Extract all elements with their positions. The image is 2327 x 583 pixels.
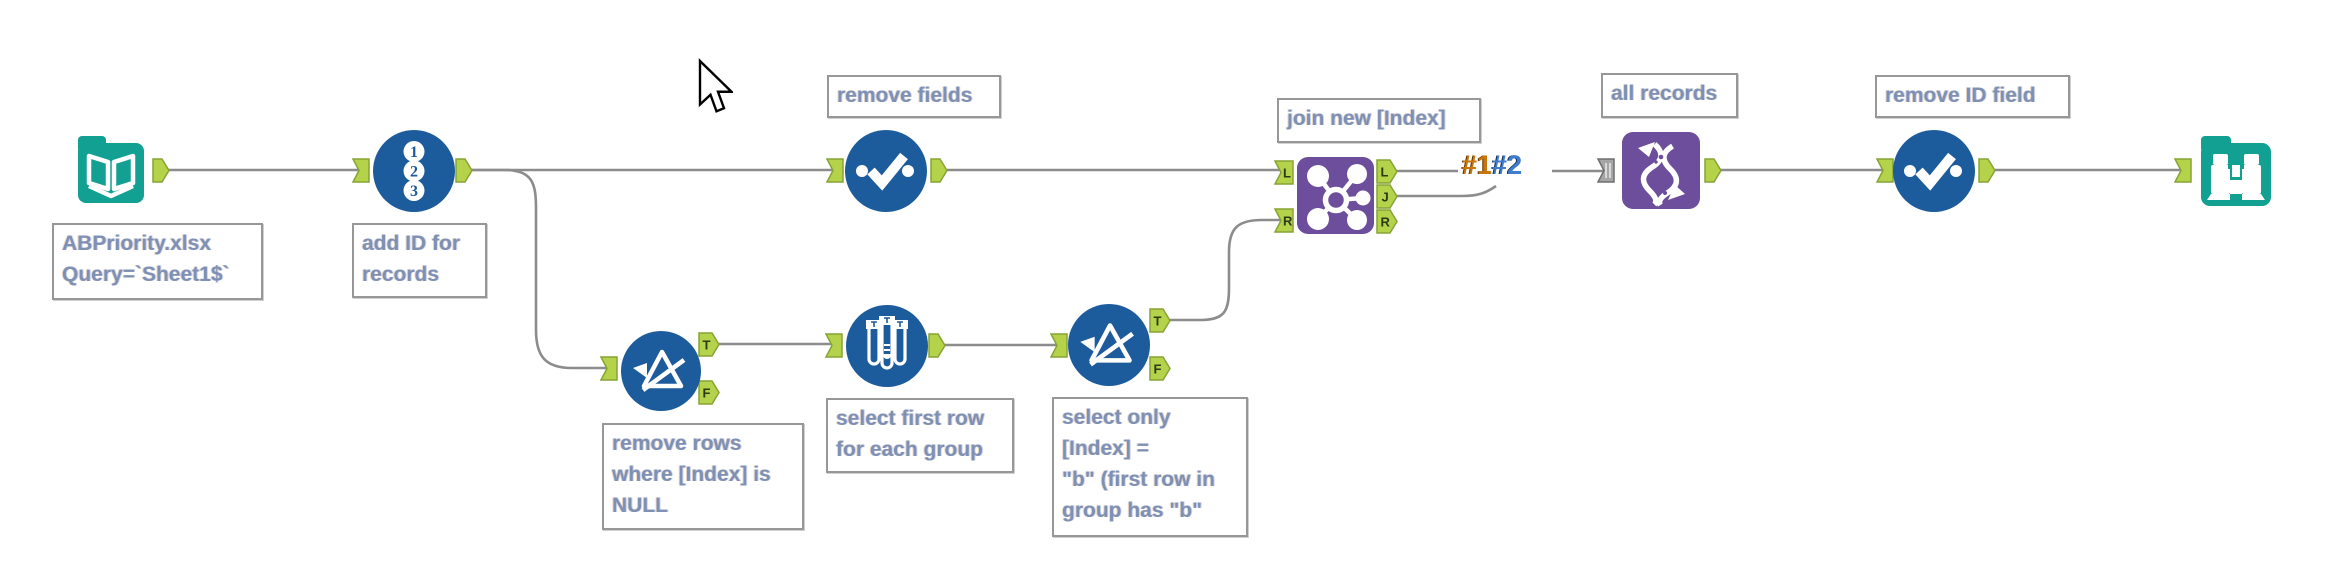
anchor-letter: F bbox=[703, 386, 711, 401]
filter-index-b-input-anchor[interactable] bbox=[1050, 333, 1069, 358]
filter-null-false-output-anchor[interactable]: F bbox=[698, 380, 721, 405]
tool-annotation-remove-fields[interactable]: remove fields bbox=[827, 75, 1001, 118]
filter-index-b-true-output-anchor[interactable]: T bbox=[1149, 308, 1172, 333]
filter-null-true-output-anchor[interactable]: T bbox=[698, 332, 721, 357]
record-id-output-anchor[interactable] bbox=[455, 158, 474, 183]
union-multi-input-anchor[interactable] bbox=[1597, 158, 1616, 183]
connection-label-1: #1 bbox=[1462, 150, 1493, 180]
tool-annotation-filter-index-b[interactable]: select only [Index] = "b" (first row in … bbox=[1052, 397, 1248, 537]
filter-index-b-false-output-anchor[interactable]: F bbox=[1149, 356, 1172, 381]
anchor-letter: R bbox=[1283, 214, 1293, 229]
tool-annotation-filter-null[interactable]: remove rows where [Index] is NULL bbox=[602, 423, 804, 530]
anchor-letter: F bbox=[1154, 362, 1162, 377]
tool-annotation-sample[interactable]: select first row for each group bbox=[826, 398, 1014, 473]
input-data-output-anchor[interactable] bbox=[152, 158, 171, 183]
tool-input-data[interactable] bbox=[72, 131, 150, 214]
select-remove-id-output-anchor[interactable] bbox=[1978, 158, 1997, 183]
tool-select-remove-fields[interactable] bbox=[845, 130, 927, 217]
tool-filter-index-b[interactable] bbox=[1068, 304, 1150, 391]
tool-join[interactable] bbox=[1297, 157, 1374, 239]
anchor-letter: L bbox=[1381, 165, 1389, 180]
join-right-input-anchor[interactable]: R bbox=[1274, 208, 1295, 233]
molecule-icon bbox=[1297, 157, 1374, 234]
helix-icon bbox=[1622, 132, 1700, 209]
join-right-output-anchor[interactable]: R bbox=[1376, 209, 1399, 234]
tool-sample[interactable] bbox=[846, 305, 928, 392]
wire-join-J-out[interactable] bbox=[1394, 184, 1497, 198]
join-join-output-anchor[interactable]: J bbox=[1376, 184, 1399, 209]
join-left-input-anchor[interactable]: L bbox=[1274, 160, 1295, 185]
wire-recordid-to-filter[interactable] bbox=[470, 168, 610, 370]
anchor-letter: R bbox=[1381, 215, 1391, 230]
tool-filter-null[interactable] bbox=[621, 331, 701, 416]
svg-text:2: 2 bbox=[410, 164, 418, 181]
tool-annotation-join[interactable]: join new [Index] bbox=[1277, 98, 1481, 143]
select-remove-id-input-anchor[interactable] bbox=[1876, 158, 1895, 183]
book-input-icon bbox=[78, 136, 144, 203]
anchor-letter: J bbox=[1382, 190, 1389, 205]
svg-text:3: 3 bbox=[410, 183, 418, 200]
anchor-letter: L bbox=[1283, 166, 1291, 181]
tool-union[interactable] bbox=[1622, 132, 1700, 214]
union-output-anchor[interactable] bbox=[1704, 158, 1723, 183]
tool-annotation-union[interactable]: all records bbox=[1601, 73, 1738, 118]
binoculars-icon bbox=[2201, 136, 2271, 206]
numbered-list-icon: 1 2 3 bbox=[373, 130, 455, 212]
sample-input-anchor[interactable] bbox=[825, 333, 844, 358]
filter-null-input-anchor[interactable] bbox=[600, 356, 619, 381]
anchor-letter: T bbox=[703, 338, 711, 353]
join-left-output-anchor[interactable]: L bbox=[1376, 159, 1399, 184]
tool-select-remove-id[interactable] bbox=[1893, 130, 1975, 217]
funnel-icon bbox=[621, 331, 701, 411]
tool-record-id[interactable]: 1 2 3 bbox=[373, 130, 455, 217]
tool-browse[interactable] bbox=[2197, 132, 2275, 215]
select-remove-fields-input-anchor[interactable] bbox=[826, 158, 845, 183]
funnel-icon bbox=[1068, 304, 1150, 386]
checkmark-icon bbox=[845, 130, 927, 212]
wire-filter2-T-to-join-R[interactable] bbox=[1167, 218, 1285, 322]
connection-label-2: #2 bbox=[1492, 150, 1523, 180]
anchor-letter: T bbox=[1154, 314, 1162, 329]
mouse-cursor bbox=[698, 58, 733, 113]
select-remove-fields-output-anchor[interactable] bbox=[930, 158, 949, 183]
tool-annotation-record-id[interactable]: add ID for records bbox=[352, 223, 487, 298]
sample-output-anchor[interactable] bbox=[928, 333, 947, 358]
test-tubes-icon bbox=[846, 305, 928, 387]
tool-annotation-remove-id[interactable]: remove ID field bbox=[1875, 75, 2070, 118]
checkmark-icon bbox=[1893, 130, 1975, 212]
browse-input-anchor[interactable] bbox=[2174, 158, 2193, 183]
record-id-input-anchor[interactable] bbox=[352, 158, 371, 183]
tool-annotation-input-data[interactable]: ABPriority.xlsx Query=`Sheet1$` bbox=[52, 223, 263, 300]
svg-text:1: 1 bbox=[410, 144, 418, 161]
union-connection-labels: #1#2 bbox=[1462, 150, 1522, 181]
